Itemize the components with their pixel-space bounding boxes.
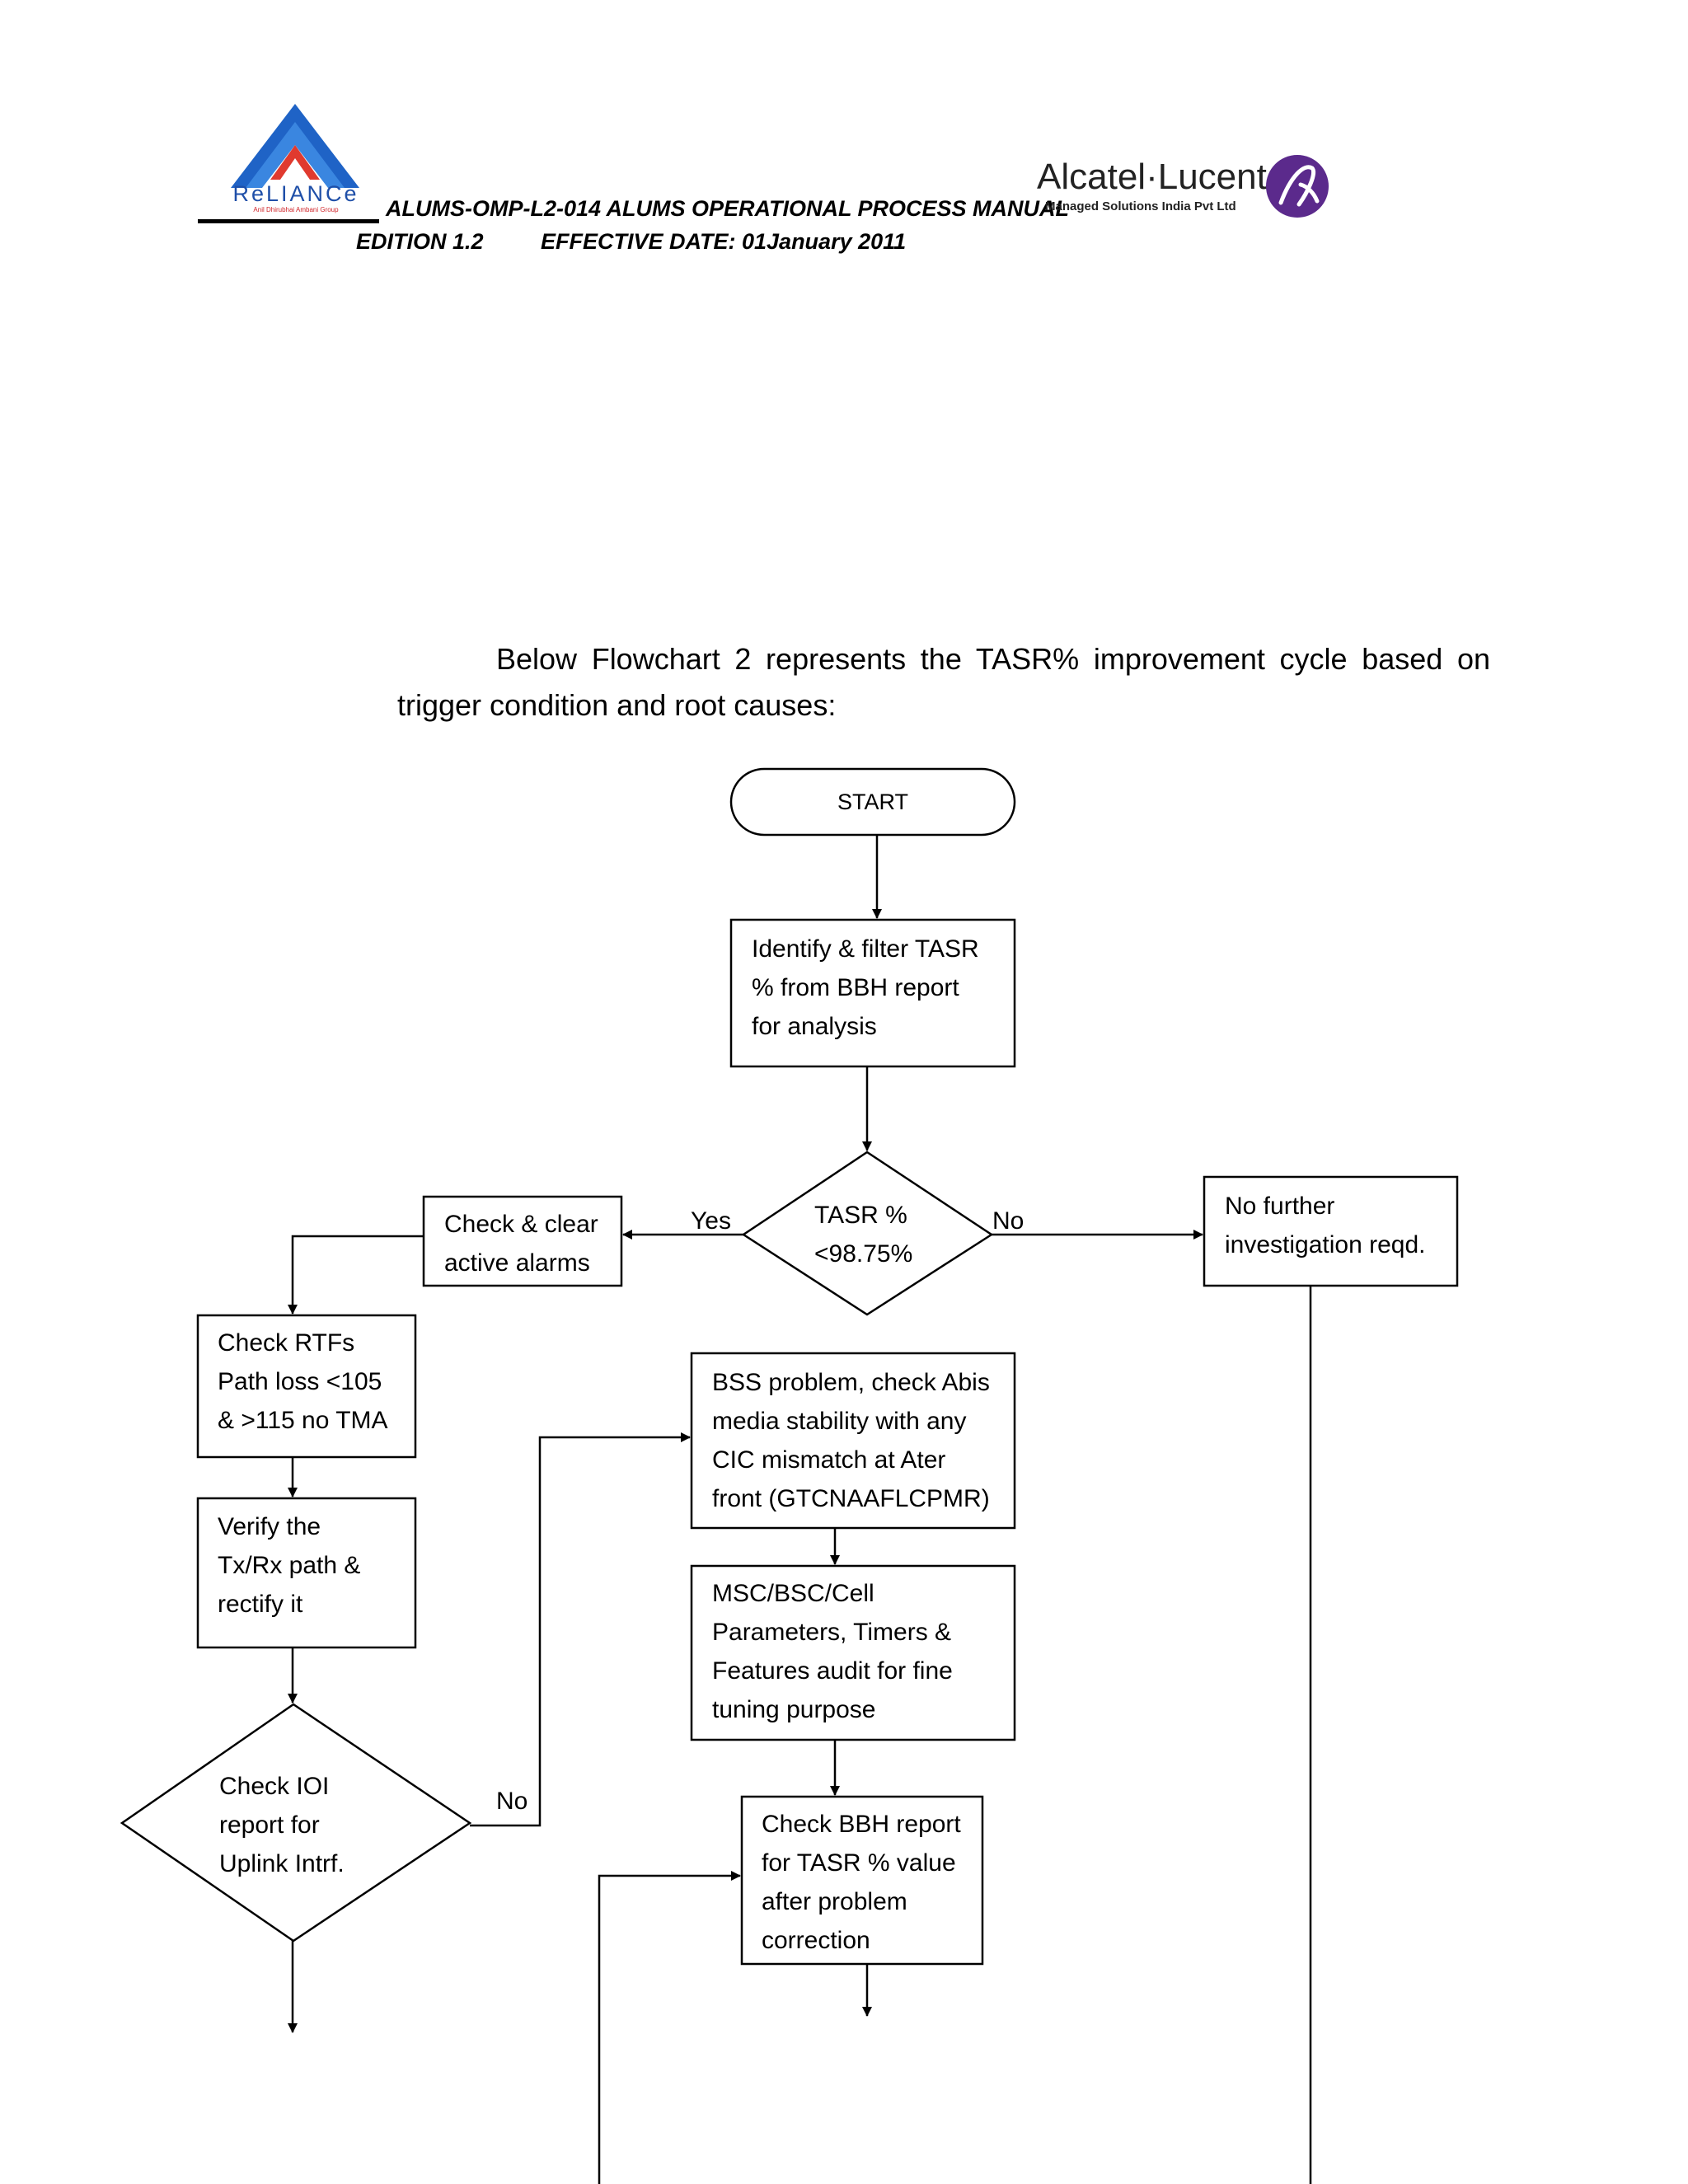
check-rtfs-box xyxy=(196,1314,417,1459)
arrow-loop-to-bbh xyxy=(598,1871,741,2184)
document-title: ALUMS-OMP-L2-014 ALUMS OPERATIONAL PROCE… xyxy=(386,196,1070,221)
check-bbh-line: correction xyxy=(762,1927,870,1954)
no-further-box xyxy=(1203,1175,1459,1287)
msc-audit-text: MSC/BSC/Cell Parameters, Timers & Featur… xyxy=(712,1574,953,1729)
start-terminal xyxy=(729,767,1016,837)
check-bbh-line: for TASR % value xyxy=(762,1849,956,1877)
intro-paragraph-line1: Below Flowchart 2 represents the TASR% i… xyxy=(496,642,1490,676)
tasr-decision-line: TASR % xyxy=(814,1202,907,1229)
identify-line: Identify & filter TASR xyxy=(752,935,979,963)
verify-path-line: rectify it xyxy=(218,1591,303,1618)
msc-audit-line: Features audit for fine xyxy=(712,1657,953,1685)
check-bbh-line: Check BBH report xyxy=(762,1811,961,1838)
msc-audit-line: tuning purpose xyxy=(712,1696,876,1723)
no-further-line: No further xyxy=(1225,1193,1335,1220)
no-further-text: No further investigation reqd. xyxy=(1225,1187,1426,1264)
verify-path-box xyxy=(196,1497,417,1649)
verify-path-line: Verify the xyxy=(218,1513,321,1540)
msc-audit-line: MSC/BSC/Cell xyxy=(712,1580,874,1607)
check-rtfs-line: Check RTFs xyxy=(218,1329,355,1357)
alcatel-brand-text: Alcatel·Lucent xyxy=(1037,157,1267,197)
ioi-decision-line: Check IOI xyxy=(219,1773,330,1800)
effective-date-label: EFFECTIVE DATE: 01January 2011 xyxy=(541,229,907,254)
check-bbh-text: Check BBH report for TASR % value after … xyxy=(762,1805,961,1960)
check-rtfs-line: & >115 no TMA xyxy=(218,1407,388,1434)
alcatel-sub-text: Managed Solutions India Pvt Ltd xyxy=(1045,199,1236,213)
check-bbh-box xyxy=(740,1795,984,1966)
verify-path-text: Verify the Tx/Rx path & rectify it xyxy=(218,1507,360,1624)
no-label-ioi: No xyxy=(496,1788,528,1815)
identify-text: Identify & filter TASR % from BBH report… xyxy=(752,930,979,1046)
tasr-decision-line: <98.75% xyxy=(814,1240,913,1268)
alcatel-swirl-icon xyxy=(1266,155,1329,218)
identify-line: for analysis xyxy=(752,1013,877,1040)
reliance-group-text: Anil Dhirubhai Ambani Group xyxy=(253,206,339,213)
no-further-line: investigation reqd. xyxy=(1225,1231,1426,1258)
tasr-decision-text: TASR % <98.75% xyxy=(814,1196,912,1273)
check-rtfs-text: Check RTFs Path loss <105 & >115 no TMA xyxy=(218,1324,388,1440)
reliance-logo: ReLIANCe Anil Dhirubhai Ambani Group xyxy=(213,99,377,214)
start-label: START xyxy=(837,790,908,814)
check-alarms-text: Check & clear active alarms xyxy=(444,1205,598,1282)
identify-box xyxy=(729,918,1016,1068)
yes-label: Yes xyxy=(691,1207,731,1235)
bss-problem-line: BSS problem, check Abis xyxy=(712,1369,990,1396)
check-rtfs-line: Path loss <105 xyxy=(218,1368,382,1395)
reliance-underline xyxy=(198,219,379,223)
check-alarms-line: active alarms xyxy=(444,1249,590,1277)
check-alarms-box xyxy=(422,1195,623,1287)
ioi-decision-line: Uplink Intrf. xyxy=(219,1850,345,1877)
bss-problem-text: BSS problem, check Abis media stability … xyxy=(712,1363,990,1518)
check-bbh-line: after problem xyxy=(762,1888,907,1915)
bss-problem-line: media stability with any xyxy=(712,1408,967,1435)
no-label-right: No xyxy=(992,1207,1025,1235)
check-alarms-line: Check & clear xyxy=(444,1211,598,1238)
bss-problem-line: front (GTCNAAFLCPMR) xyxy=(712,1485,990,1512)
identify-line: % from BBH report xyxy=(752,974,959,1001)
msc-audit-box xyxy=(690,1564,1016,1741)
arrow-ioi-no-to-bss xyxy=(470,1432,691,1827)
reliance-brand-text: ReLIANCe xyxy=(232,181,359,206)
ioi-decision-line: report for xyxy=(219,1811,320,1839)
verify-path-line: Tx/Rx path & xyxy=(218,1552,361,1579)
msc-audit-line: Parameters, Timers & xyxy=(712,1619,952,1646)
bss-problem-box xyxy=(690,1352,1016,1530)
ioi-decision-text: Check IOI report for Uplink Intrf. xyxy=(219,1767,345,1883)
bss-problem-line: CIC mismatch at Ater xyxy=(712,1446,946,1474)
alcatel-lucent-logo: Alcatel·Lucent Managed Solutions India P… xyxy=(1037,152,1334,223)
reliance-logo-mark xyxy=(231,104,359,188)
intro-paragraph-line2: trigger condition and root causes: xyxy=(397,688,837,722)
arrow-alarms-to-rtfs xyxy=(288,1235,424,1315)
edition-label: EDITION 1.2 xyxy=(356,229,484,254)
tasr-decision xyxy=(741,1151,994,1316)
